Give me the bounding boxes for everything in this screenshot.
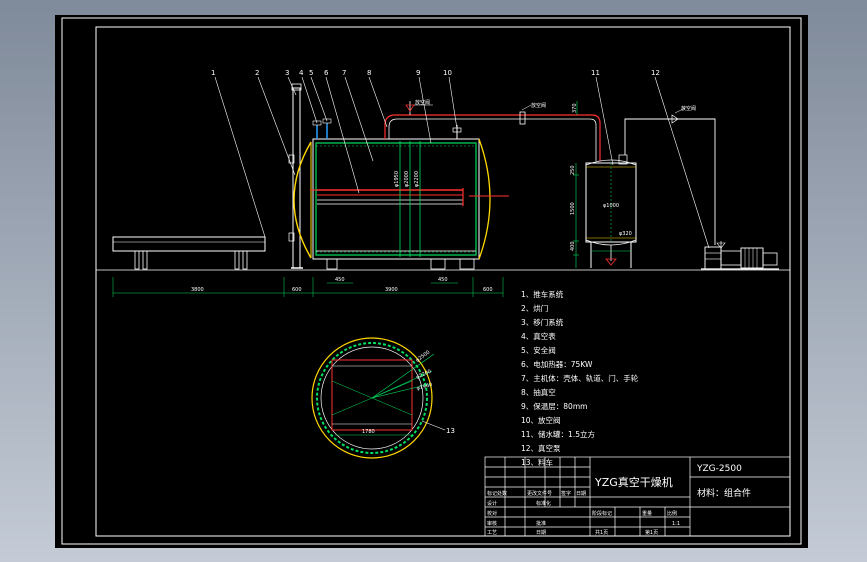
outer-frame <box>61 17 802 545</box>
legend-item-2: 2、烘门 <box>521 303 548 313</box>
drawing-material: 材料：组合件 <box>697 487 751 499</box>
dim-3900: 3900 <box>385 287 398 293</box>
tb-cell-6: 比例 <box>667 510 677 517</box>
dim-phi-2000: φ2000 <box>404 171 410 187</box>
legend-item-3: 3、移门系统 <box>521 317 564 327</box>
part-number-11: 11 <box>591 69 600 77</box>
part-number-10: 10 <box>443 69 452 77</box>
tb-cell-4: 阶段标记 <box>592 510 612 517</box>
tb-cell-9: 第1页 <box>645 529 658 536</box>
svg-text:φ1960: φ1960 <box>416 382 433 392</box>
legend-item-9: 9、保温层：80mm <box>521 402 587 411</box>
tb-row-label-3: 校对 <box>487 510 497 517</box>
dim-phi-2200: φ2200 <box>414 171 420 187</box>
part-number-4: 4 <box>299 69 304 77</box>
svg-text:1780: 1780 <box>362 429 375 435</box>
svg-text:1500: 1500 <box>570 202 576 215</box>
svg-text:370: 370 <box>572 103 578 113</box>
tb-cell-2: 批准 <box>536 520 546 527</box>
tank-valve-label: 放空阀 <box>531 102 546 109</box>
drawing-title: YZG真空干燥机 <box>594 475 673 489</box>
dim-tank-phi-small: φ320 <box>619 231 632 237</box>
tb-cell-5: 重量 <box>642 510 652 517</box>
legend-item-10: 10、放空阀 <box>521 415 561 425</box>
part-number-1: 1 <box>211 69 215 77</box>
vacuum-pump <box>701 241 779 270</box>
part-number-13: 13 <box>446 427 455 435</box>
inner-frame <box>95 26 791 537</box>
legend-item-6: 6、电加热器：75KW <box>521 359 593 369</box>
legend-item-4: 4、真空表 <box>521 331 556 341</box>
svg-text:250: 250 <box>570 165 576 175</box>
tb-col-label-2: 签字 <box>561 490 571 497</box>
part-number-9: 9 <box>416 69 420 77</box>
drawing-sheet: 1 2 3 4 5 6 7 8 9 10 11 12 放空阀 放空阀 放空阀 φ… <box>55 15 808 548</box>
tb-cell-8: 共1页 <box>595 529 608 536</box>
tb-cell-1: 标准化 <box>536 500 551 507</box>
tank-vertical-dims: 250 1500 400 370 <box>570 101 579 268</box>
part-number-8: 8 <box>367 69 371 77</box>
tb-row-label-4: 审核 <box>487 520 497 527</box>
top-valve-label: 放空阀 <box>415 99 430 106</box>
part-number-labels: 1 2 3 4 5 6 7 8 9 10 11 12 <box>211 69 660 77</box>
legend-item-13: 13、料车 <box>521 457 554 467</box>
title-block <box>484 456 791 537</box>
parts-legend: 1、推车系统 2、烘门 3、移门系统 4、真空表 5、安全阀 6、电加热器：75… <box>521 289 639 467</box>
part-number-12: 12 <box>651 69 660 77</box>
dim-3800: 3800 <box>191 287 204 293</box>
part-number-2: 2 <box>255 69 259 77</box>
part-number-5: 5 <box>309 69 313 77</box>
part-number-6: 6 <box>324 69 329 77</box>
water-tank <box>585 154 637 268</box>
legend-item-7: 7、主机体：壳体、轨道、门、手轮 <box>521 373 639 383</box>
legend-item-1: 1、推车系统 <box>521 289 564 299</box>
tb-row-label-2: 设计 <box>487 500 497 507</box>
legend-item-8: 8、抽真空 <box>521 387 556 397</box>
tb-cell-7: 1:1 <box>672 521 680 527</box>
legend-item-12: 12、真空泵 <box>521 443 561 453</box>
pump-pipe <box>624 107 716 245</box>
dim-600-right: 600 <box>483 287 493 293</box>
legend-item-5: 5、安全阀 <box>521 345 556 355</box>
svg-text:400: 400 <box>570 241 576 251</box>
cross-section: φ2500 φ2200 φ1960 1780 13 <box>311 337 455 459</box>
vacuum-pipe <box>384 101 601 161</box>
dim-phi-1950: φ1950 <box>394 171 400 187</box>
dim-450-left: 450 <box>335 277 345 283</box>
pump-valve-label: 放空阀 <box>681 105 696 112</box>
leader-lines <box>214 76 710 249</box>
tb-col-label-3: 日期 <box>576 491 586 497</box>
cart-system <box>112 236 266 270</box>
door-slide-post <box>291 83 303 269</box>
tb-row-label-1: 标记处数 <box>487 490 507 497</box>
tb-col-label-1: 更改文件号 <box>527 490 552 497</box>
part-number-7: 7 <box>342 69 346 77</box>
main-vessel <box>288 118 509 270</box>
part-number-3: 3 <box>285 69 289 77</box>
horizontal-dims: 3800 600 3900 600 450 450 <box>112 277 504 297</box>
drawing-canvas[interactable]: 1 2 3 4 5 6 7 8 9 10 11 12 放空阀 放空阀 放空阀 φ… <box>55 15 808 548</box>
dim-600-left: 600 <box>292 287 302 293</box>
dim-tank-phi: φ1000 <box>603 203 619 209</box>
tb-row-label-5: 工艺 <box>487 530 497 536</box>
tb-cell-3: 日期 <box>536 530 546 536</box>
drawing-code: YZG-2500 <box>696 464 742 474</box>
dim-450-right: 450 <box>438 277 448 283</box>
legend-item-11: 11、储水罐：1.5立方 <box>521 429 595 439</box>
